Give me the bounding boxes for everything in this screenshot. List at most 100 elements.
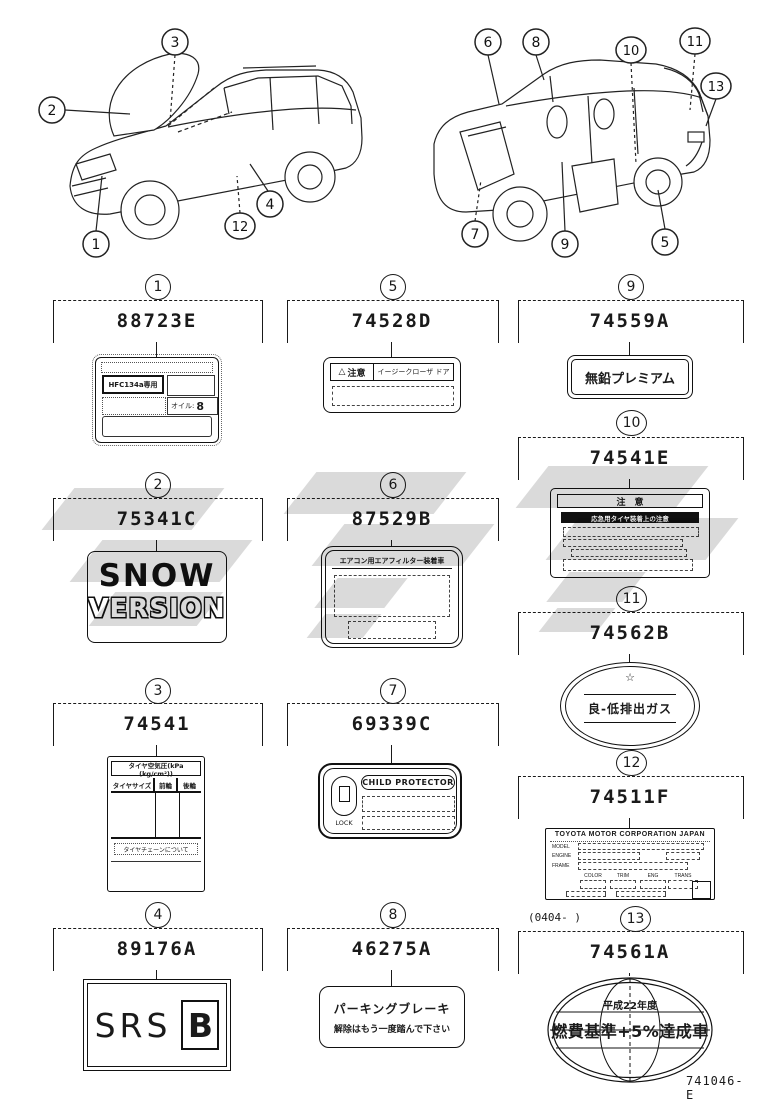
callout-8: 8 xyxy=(522,28,550,56)
callout-3: 3 xyxy=(161,28,189,56)
empty-cell xyxy=(102,397,166,415)
grid-callout-12: 12 xyxy=(616,750,647,776)
grid-callout-7: 7 xyxy=(380,678,406,704)
plate-row-frame: FRAME xyxy=(552,863,570,869)
callout-6: 6 xyxy=(474,28,502,56)
part-number-13: 74561A xyxy=(589,941,671,963)
part-number-1: 88723E xyxy=(116,310,198,332)
text-block-placeholder xyxy=(563,527,699,537)
text-block-placeholder xyxy=(334,575,450,617)
caution-header: 注 意 xyxy=(557,494,703,508)
unleaded-inner-border xyxy=(571,359,689,395)
lock-lever-graphic xyxy=(331,776,357,816)
plate-value-box xyxy=(578,843,704,850)
part-number-11: 74562B xyxy=(589,622,671,644)
warning-triangle-icon: △ xyxy=(338,367,346,377)
label-fuel-efficiency: 平成22年度 燃費基準+5%達成車 xyxy=(546,976,714,1084)
svg-text:3: 3 xyxy=(171,35,180,51)
leader-5 xyxy=(391,342,392,357)
part-bracket-3 xyxy=(53,703,263,746)
tire-col-header-row: タイヤサイズ 前輪 後輪 xyxy=(111,778,201,793)
fuel-standard-text: 燃費基準+5%達成車 xyxy=(551,1022,709,1041)
leader-9 xyxy=(629,342,630,355)
callout-10: 10 xyxy=(615,36,647,64)
snow-text: SNOW xyxy=(98,558,216,594)
svg-text:11: 11 xyxy=(687,35,704,50)
part-bracket-5 xyxy=(287,300,499,343)
callout-13: 13 xyxy=(700,72,732,100)
grid-callout-4: 4 xyxy=(145,902,171,928)
leader-12 xyxy=(629,818,630,828)
callout-9: 9 xyxy=(551,230,579,258)
leader-7 xyxy=(391,745,392,763)
part-number-10: 74541E xyxy=(589,447,671,469)
tire-empty-row xyxy=(111,813,201,839)
grid-callout-8: 8 xyxy=(380,902,406,928)
part-number-2: 75341C xyxy=(116,508,198,530)
plate-value-box xyxy=(610,880,636,889)
svg-text:10: 10 xyxy=(623,44,640,59)
svg-text:8: 8 xyxy=(532,35,541,51)
label-88723e: HFC134a専用 オイル:8 xyxy=(92,354,222,446)
refrigerant-cell: HFC134a専用 xyxy=(102,375,164,394)
caution-cell: △ 注意 xyxy=(330,363,374,381)
label-certification-plate: TOYOTA MOTOR CORPORATION JAPAN MODEL ENG… xyxy=(545,828,715,900)
part-number-12: 74511F xyxy=(589,786,671,808)
srs-content: SRS B xyxy=(83,979,231,1071)
svg-text:9: 9 xyxy=(561,237,570,253)
part-bracket-12 xyxy=(518,776,744,819)
svg-text:2: 2 xyxy=(48,103,57,119)
version-text: VERSION xyxy=(88,594,226,624)
caution-strip: 応急用タイヤ装着上の注意 xyxy=(561,512,699,523)
text-block-placeholder xyxy=(563,559,693,571)
leader-10 xyxy=(629,479,630,488)
plate-value-box xyxy=(666,852,700,860)
grid-callout-13: 13 xyxy=(620,906,651,932)
tire-header: タイヤ空気圧(kPa (kg/cm²)) xyxy=(111,761,201,778)
label-snow-version: SNOW VERSION xyxy=(87,551,227,643)
plate-stamp-box xyxy=(692,881,711,899)
grid-callout-10: 10 xyxy=(616,410,647,436)
callout-7: 7 xyxy=(461,220,489,248)
parking-brake-line1: パーキングブレーキ xyxy=(333,1001,451,1016)
air-filter-header: エアコン用エアフィルター装着車 xyxy=(332,556,452,569)
plate-row-model: MODEL xyxy=(552,844,570,850)
grid-callout-6: 6 xyxy=(380,472,406,498)
grid-callout-5: 5 xyxy=(380,274,406,300)
leader-2 xyxy=(156,540,157,551)
tire-empty-row xyxy=(111,791,201,813)
leader-3 xyxy=(156,745,157,756)
easy-closer-title: イージークローザ ドア xyxy=(374,363,454,381)
label-low-emission: ☆ 良-低排出ガス xyxy=(560,662,700,750)
leader-4 xyxy=(156,970,157,979)
part-number-8: 46275A xyxy=(351,938,433,960)
grid-callout-11: 11 xyxy=(616,586,647,612)
tire-bottom-panel xyxy=(111,861,201,887)
plate-col-trim: TRIM xyxy=(616,873,630,879)
part-number-5: 74528D xyxy=(351,310,433,332)
svg-text:7: 7 xyxy=(471,227,480,243)
part-bracket-13 xyxy=(518,931,744,974)
text-block-placeholder xyxy=(362,816,455,830)
leader-1 xyxy=(156,342,157,357)
part-bracket-4 xyxy=(53,928,263,971)
plate-value-box xyxy=(668,880,698,889)
tire-chain-note: タイヤチェーンについて xyxy=(114,843,198,855)
label-tire-pressure: タイヤ空気圧(kPa (kg/cm²)) タイヤサイズ 前輪 後輪 タイヤチェー… xyxy=(107,756,205,892)
part-number-7: 69339C xyxy=(351,713,433,735)
srs-text: SRS xyxy=(94,1005,172,1045)
plate-col-color: COLOR xyxy=(584,873,602,879)
callout-1: 1 xyxy=(82,230,110,258)
lock-text: LOCK xyxy=(335,819,353,827)
low-emission-text: 良-低排出ガス xyxy=(588,702,672,716)
part-bracket-8 xyxy=(287,928,499,971)
right-car-diagram: 6 8 10 11 13 7 9 5 xyxy=(433,27,732,258)
oil-cell: オイル:8 xyxy=(167,397,218,415)
plate-row-engine: ENGINE xyxy=(552,853,572,859)
text-block-placeholder xyxy=(348,621,436,639)
part-bracket-7 xyxy=(287,703,499,746)
child-protector-inner-border xyxy=(323,768,457,834)
easy-closer-top-row: △ 注意 イージークローザ ドア xyxy=(330,363,454,381)
globe-graphic xyxy=(547,977,713,1083)
leader-13 xyxy=(629,973,630,976)
